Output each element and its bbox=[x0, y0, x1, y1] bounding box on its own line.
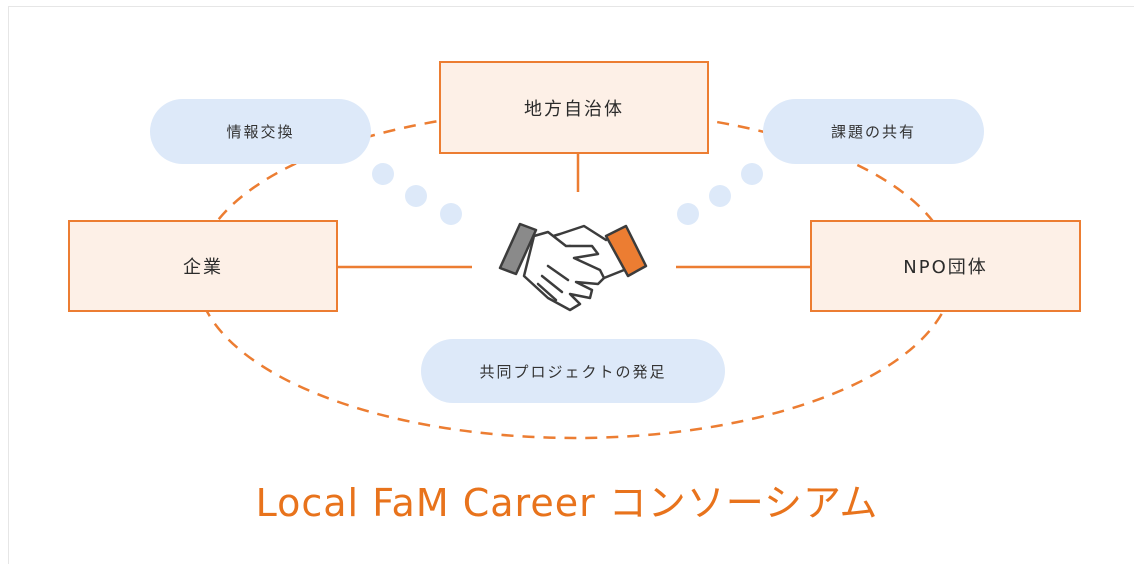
thought-dot bbox=[709, 185, 731, 207]
bubble-info-exchange: 情報交換 bbox=[150, 99, 371, 164]
handshake-icon bbox=[498, 222, 648, 312]
node-npo: NPO団体 bbox=[810, 220, 1081, 312]
thought-dot bbox=[741, 163, 763, 185]
thought-dot bbox=[677, 203, 699, 225]
thought-dot bbox=[440, 203, 462, 225]
bubble-joint-project: 共同プロジェクトの発足 bbox=[421, 339, 725, 403]
thought-dot bbox=[405, 185, 427, 207]
consortium-title: Local FaM Career コンソーシアム bbox=[255, 481, 879, 525]
node-company: 企業 bbox=[68, 220, 338, 312]
bubble-issue-sharing: 課題の共有 bbox=[763, 99, 984, 164]
thought-dot bbox=[372, 163, 394, 185]
node-local-government: 地方自治体 bbox=[439, 61, 709, 154]
frame-border bbox=[8, 6, 1134, 564]
